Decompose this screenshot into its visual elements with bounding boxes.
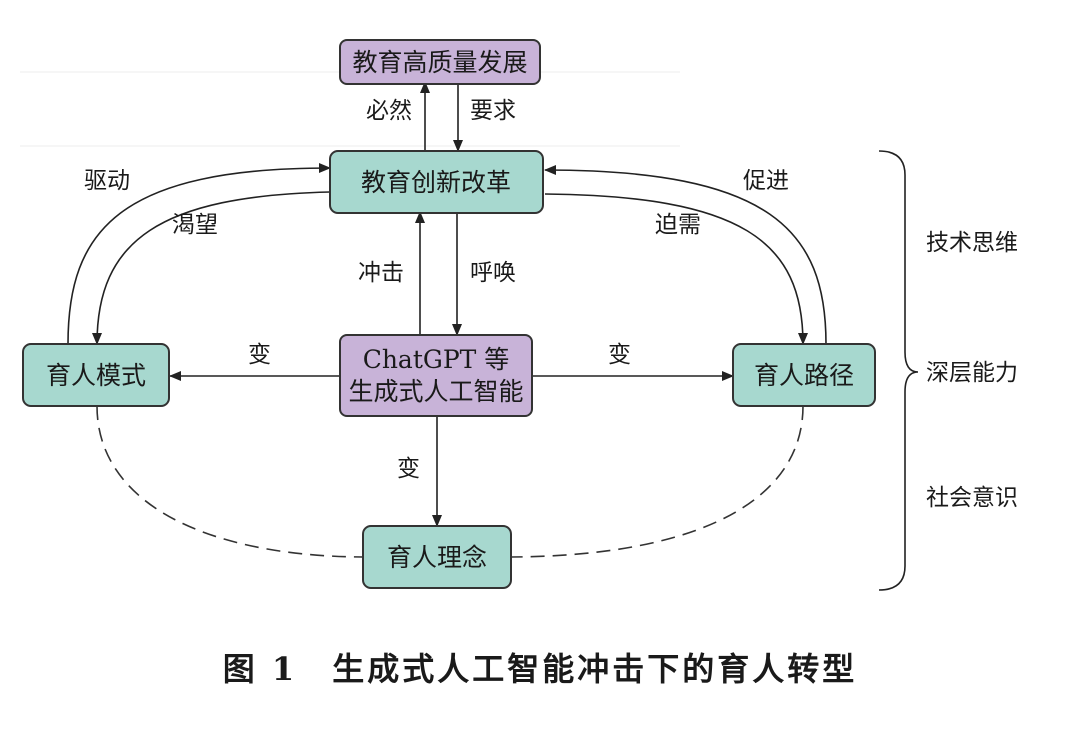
edge-label-desire: 渴望 [172, 212, 218, 238]
edge-label-require: 要求 [470, 98, 516, 124]
edge-label-call: 呼唤 [470, 260, 516, 286]
arrow-mode-to-reform [67, 163, 331, 345]
node-mode-label: 育人模式 [46, 361, 146, 390]
edge-label-change-down: 变 [397, 456, 420, 482]
node-generative-ai-label-line2: 生成式人工智能 [348, 377, 523, 406]
side-label-deep-ability: 深层能力 [926, 360, 1018, 386]
edge-label-promote: 促进 [743, 168, 789, 194]
edge-label-inevitable: 必然 [366, 98, 412, 124]
node-generative-ai-label-line1: ChatGPT 等 [363, 345, 510, 374]
dashed-link-path-concept [510, 405, 804, 558]
node-mode: 育人模式 [22, 343, 170, 407]
arrow-reform-to-path [544, 193, 808, 345]
node-concept: 育人理念 [362, 525, 512, 589]
edge-label-change-right: 变 [608, 342, 631, 368]
arrow-reform-to-mode [92, 191, 331, 345]
node-edu-quality-label: 教育高质量发展 [352, 48, 527, 77]
edge-label-urgent-need: 迫需 [655, 212, 701, 238]
node-generative-ai: ChatGPT 等 生成式人工智能 [339, 334, 533, 417]
node-path-label: 育人路径 [754, 361, 854, 390]
arrow-path-to-reform [544, 165, 827, 345]
edge-label-drive: 驱动 [84, 168, 130, 194]
side-label-social-awareness: 社会意识 [926, 485, 1018, 511]
node-edu-reform-label: 教育创新改革 [361, 168, 511, 197]
edge-label-change-left: 变 [248, 342, 271, 368]
node-edu-reform: 教育创新改革 [329, 150, 544, 214]
side-label-tech-thinking: 技术思维 [926, 230, 1018, 256]
figure-caption: 图 1 生成式人工智能冲击下的育人转型 [223, 650, 857, 688]
right-brace [878, 150, 919, 591]
edge-label-impact: 冲击 [358, 260, 404, 286]
node-path: 育人路径 [732, 343, 876, 407]
node-concept-label: 育人理念 [387, 543, 487, 572]
dashed-link-mode-concept [96, 405, 364, 558]
node-edu-quality: 教育高质量发展 [339, 39, 541, 85]
